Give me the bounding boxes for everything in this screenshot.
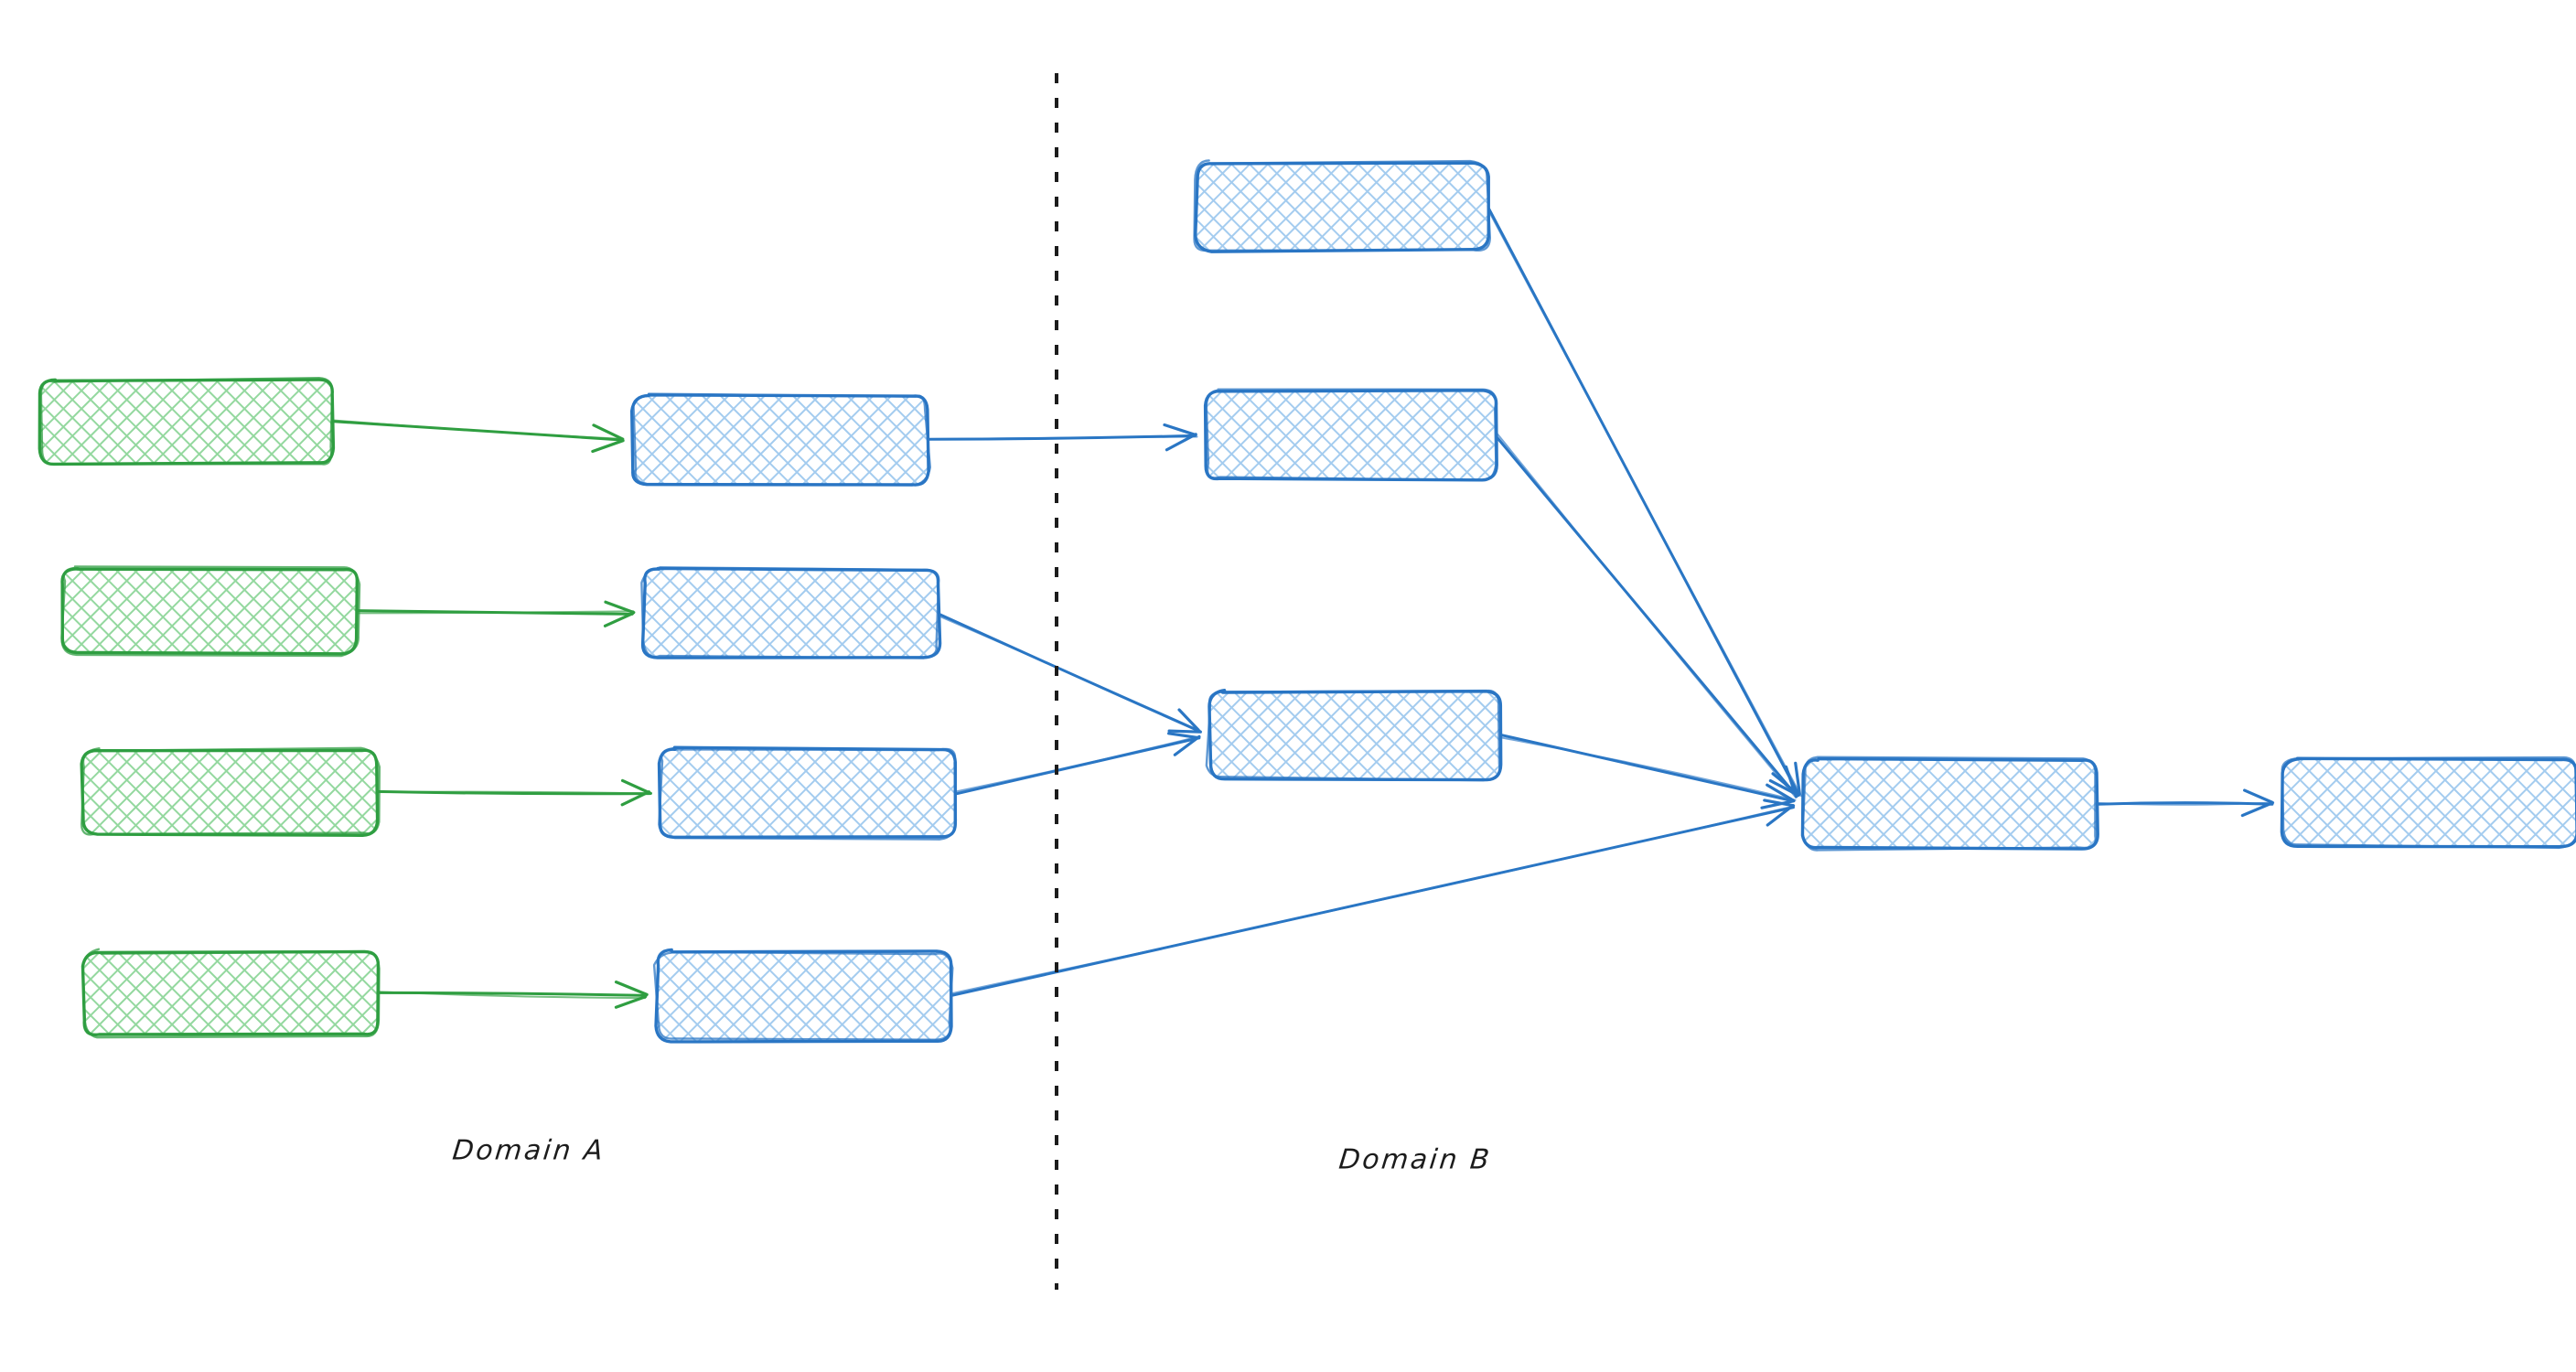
node-b-top[interactable]: [1193, 159, 1491, 253]
node-layer: [38, 159, 2576, 1044]
edge-e4: [375, 981, 649, 1009]
arrow-head: [1167, 732, 1201, 756]
arrow-head: [1167, 708, 1202, 734]
node-fill: [1209, 691, 1500, 779]
edge-e11: [1497, 733, 1797, 809]
arrow-head: [1768, 765, 1800, 799]
edge-e8: [949, 799, 1796, 997]
node-fill: [660, 748, 955, 838]
domain-b-label: Domain B: [1336, 1143, 1494, 1176]
node-fill: [1804, 759, 2097, 849]
edge-e5: [927, 423, 1198, 452]
node-fill: [644, 569, 939, 659]
edge-e3: [374, 778, 653, 807]
node-fill: [84, 951, 379, 1035]
domain-a-label: Domain A: [450, 1134, 607, 1167]
edge-layer: [330, 204, 2275, 1009]
arrow-head: [1760, 783, 1796, 809]
node-b-mid[interactable]: [1203, 388, 1498, 482]
node-a-mid-1[interactable]: [629, 392, 931, 487]
node-b-low[interactable]: [1205, 689, 1503, 782]
node-outline: [1205, 388, 1497, 482]
node-a-src-3[interactable]: [80, 746, 381, 837]
arrow-head: [1163, 423, 1197, 452]
node-a-src-4[interactable]: [80, 948, 381, 1039]
node-fill: [633, 395, 928, 485]
node-outline: [1801, 756, 2097, 852]
node-outline: [1193, 159, 1491, 252]
node-a-src-1[interactable]: [38, 376, 336, 466]
edge-e6: [936, 612, 1202, 734]
node-outline: [658, 746, 958, 841]
node-outline: [80, 746, 381, 836]
edge-e9: [1486, 204, 1802, 798]
node-a-mid-3[interactable]: [657, 745, 958, 841]
arrow-head: [614, 981, 649, 1009]
edge-e10: [1494, 432, 1800, 799]
node-fill: [1197, 163, 1487, 251]
arrow-head: [620, 778, 652, 807]
node-a-mid-4[interactable]: [652, 948, 954, 1044]
node-outline: [1205, 689, 1501, 782]
node-fill: [1206, 391, 1497, 479]
edge-e1: [330, 419, 625, 454]
node-fill: [2283, 759, 2576, 847]
node-fill: [62, 569, 357, 653]
edge-e7: [951, 732, 1201, 796]
node-outline: [632, 392, 931, 487]
edge-e12: [2093, 788, 2275, 818]
node-fill: [40, 380, 333, 464]
node-outline: [39, 376, 334, 466]
node-outline: [81, 948, 381, 1039]
node-b-out[interactable]: [2280, 756, 2576, 850]
node-fill: [657, 951, 951, 1041]
node-outline: [640, 566, 940, 659]
arrow-head: [2240, 788, 2275, 818]
node-a-mid-2[interactable]: [640, 566, 942, 659]
node-b-hub[interactable]: [1800, 756, 2099, 852]
node-outline: [652, 950, 954, 1041]
arrow-head: [591, 423, 625, 454]
node-outline: [60, 565, 361, 658]
edge-e2: [354, 600, 636, 627]
node-outline: [2281, 756, 2576, 850]
node-a-src-2[interactable]: [60, 565, 361, 658]
node-fill: [82, 750, 377, 834]
arrow-head: [603, 600, 636, 627]
